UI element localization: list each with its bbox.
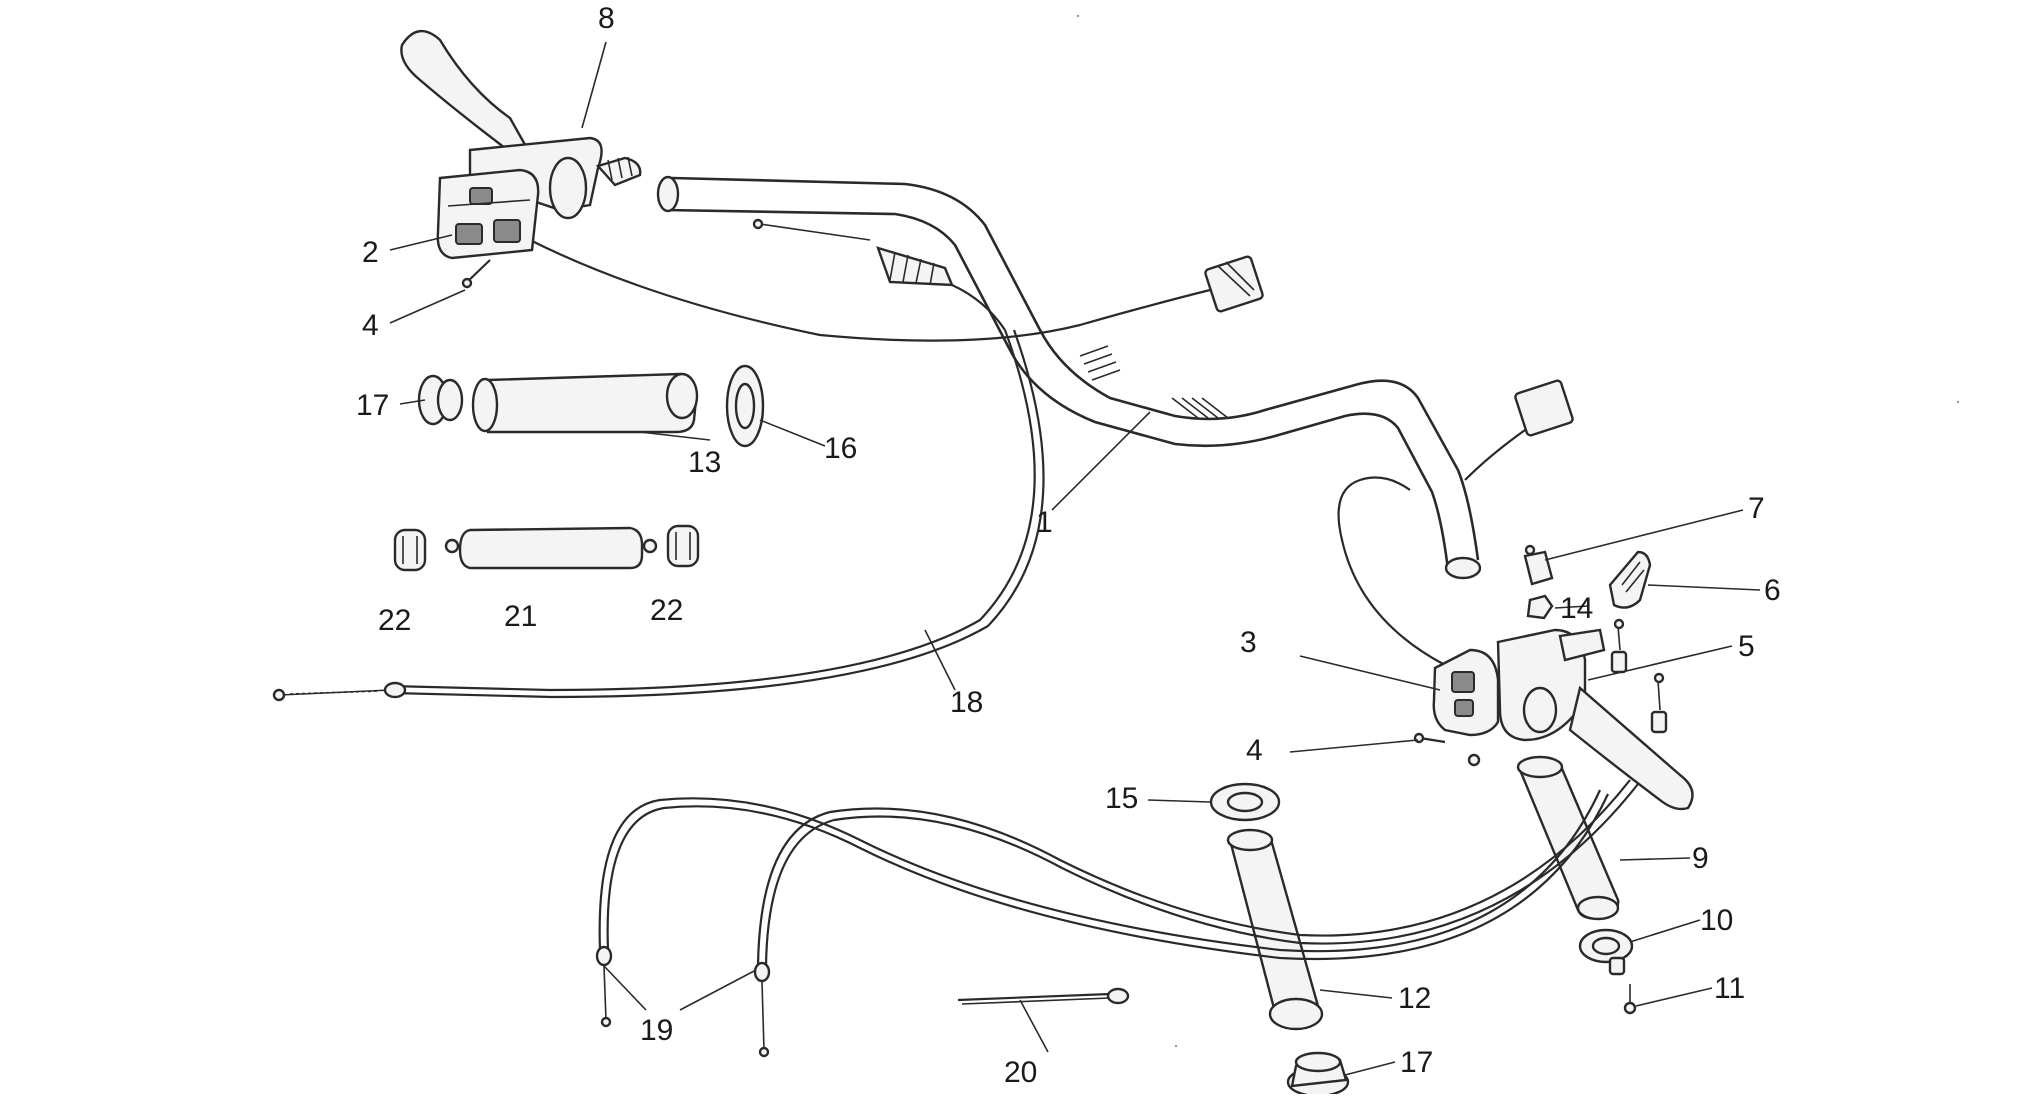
- cable-ends-5: [1610, 618, 1668, 734]
- callout-1: 1: [1036, 506, 1053, 539]
- callout-6: 6: [1764, 574, 1781, 607]
- callout-10: 10: [1700, 904, 1733, 937]
- left-clutch-lever: [400, 30, 642, 220]
- washer-15: [1209, 782, 1281, 822]
- callout-22-right: 22: [650, 594, 683, 627]
- handlebar-right-end: [1444, 556, 1482, 580]
- right-switch-wiring: [1337, 379, 1574, 666]
- right-lever-5: [1496, 628, 1694, 811]
- cable-tie-20: [957, 987, 1130, 1005]
- tube-21: [444, 526, 658, 570]
- handlebar-left-end: [656, 175, 680, 213]
- callout-5: 5: [1738, 630, 1755, 663]
- choke-cable-upper: [752, 218, 1006, 331]
- handlebar: [656, 175, 1482, 580]
- callout-17-lower: 17: [1400, 1046, 1433, 1079]
- callout-8: 8: [598, 2, 615, 35]
- nut-14: [1526, 594, 1554, 620]
- cables-19: [595, 779, 1639, 1058]
- cap-22-left: [393, 528, 427, 572]
- callout-15: 15: [1105, 782, 1138, 815]
- throttle-cable: [272, 329, 1045, 702]
- screw-11: [1623, 984, 1637, 1015]
- grip-12: [1226, 828, 1324, 1031]
- leader-lines: [389, 41, 1761, 1076]
- left-connector: [1204, 255, 1264, 313]
- callout-18: 18: [950, 686, 983, 719]
- part-6: [1608, 550, 1652, 609]
- ring-10: [1578, 928, 1634, 976]
- screw-4-upper: [461, 259, 491, 289]
- callout-11: 11: [1714, 972, 1745, 1005]
- callout-16: 16: [824, 432, 857, 465]
- end-weight-17-upper: [417, 374, 464, 426]
- right-connector: [1514, 379, 1574, 437]
- handlebar-knurl-a: [1079, 345, 1121, 381]
- callout-20: 20: [1004, 1056, 1037, 1089]
- part-7: [1523, 544, 1554, 586]
- callout-13: 13: [688, 446, 721, 479]
- callout-7: 7: [1748, 492, 1765, 525]
- callout-4-lower: 4: [1246, 734, 1263, 767]
- end-cap-17-lower: [1286, 1051, 1350, 1098]
- callout-4-upper: 4: [362, 309, 379, 342]
- left-switch-housing: [436, 168, 540, 260]
- callout-12: 12: [1398, 982, 1431, 1015]
- callout-21: 21: [504, 600, 537, 633]
- callout-3: 3: [1240, 626, 1257, 659]
- callouts: 8 2 4 17 13 16 1 22 21 22 18 7 6 14 3 5 …: [356, 2, 1781, 1089]
- screw-4-lower: [1413, 732, 1481, 767]
- throttle-grip-9: [1516, 755, 1620, 921]
- handlebar-knurl-b: [1171, 397, 1229, 419]
- callout-14: 14: [1560, 592, 1593, 625]
- callout-9: 9: [1692, 842, 1709, 875]
- callout-17-upper: 17: [356, 389, 389, 422]
- right-switch-housing-3: [1432, 648, 1500, 737]
- callout-19: 19: [640, 1014, 673, 1047]
- callout-2: 2: [362, 236, 379, 269]
- left-grip-13: [471, 372, 699, 434]
- callout-22-left: 22: [378, 604, 411, 637]
- left-switch-wiring: [529, 239, 1264, 342]
- dust-cover-16: [725, 364, 765, 448]
- cap-22-right: [666, 524, 700, 568]
- scan-specks: [1076, 14, 1960, 1048]
